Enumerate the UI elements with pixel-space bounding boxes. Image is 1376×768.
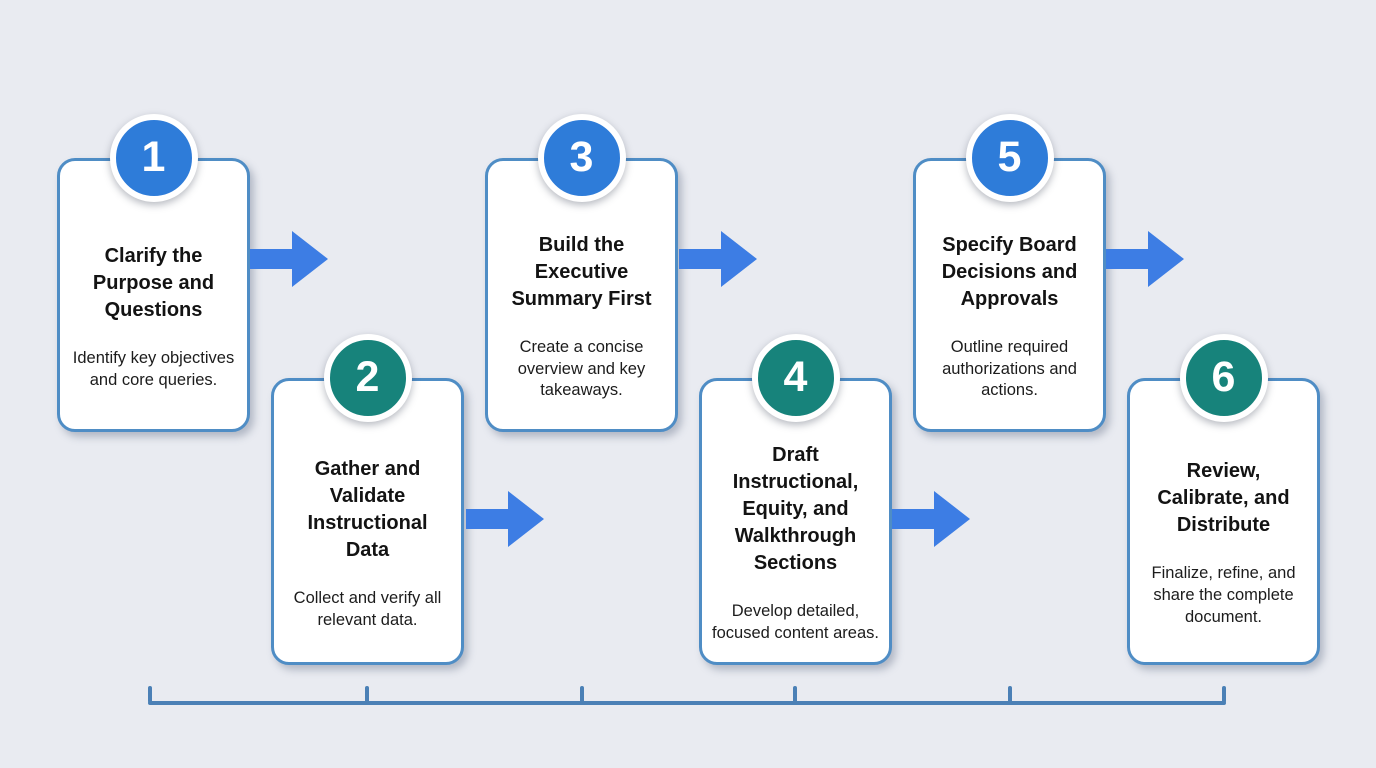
step-card-1: 1 Clarify the Purpose and Questions Iden… xyxy=(57,114,250,432)
timeline-tick xyxy=(365,686,369,703)
step-description: Identify key objectives and core queries… xyxy=(72,348,235,389)
timeline-tick xyxy=(1222,686,1226,703)
step-number: 1 xyxy=(141,132,166,181)
step-number: 4 xyxy=(783,352,808,401)
step-number-badge-5: 5 xyxy=(965,114,1054,202)
step-title: Draft Instructional, Equity, and Walkthr… xyxy=(732,444,859,575)
step-description: Develop detailed, focused content areas. xyxy=(712,602,879,642)
step-card-4: 4 Draft Instructional, Equity, and Walkt… xyxy=(699,334,892,665)
step-number-badge-3: 3 xyxy=(537,114,626,202)
step-card-2: 2 Gather and Validate Instructional Data… xyxy=(271,334,464,665)
step-number: 3 xyxy=(569,132,594,181)
step-card-6: 6 Review, Calibrate, and Distribute Fina… xyxy=(1127,334,1320,665)
step-number-badge-4: 4 xyxy=(751,334,840,422)
step-card-3: 3 Build the Executive Summary First Crea… xyxy=(485,114,678,432)
timeline-axis xyxy=(148,701,1226,705)
step-number-badge-6: 6 xyxy=(1179,334,1268,422)
step-card-5: 5 Specify Board Decisions and Approvals … xyxy=(913,114,1106,432)
step-number: 6 xyxy=(1211,352,1236,401)
step-description: Collect and verify all relevant data. xyxy=(293,588,442,629)
timeline-tick xyxy=(793,686,797,703)
flow-arrow-icon xyxy=(679,230,757,288)
step-number: 2 xyxy=(355,352,380,401)
timeline-tick xyxy=(580,686,584,703)
step-number: 5 xyxy=(997,132,1022,181)
step-title: Gather and Validate Instructional Data xyxy=(307,457,428,561)
step-description: Outline required authorizations and acti… xyxy=(942,337,1077,400)
step-title: Specify Board Decisions and Approvals xyxy=(941,233,1078,310)
step-title: Build the Executive Summary First xyxy=(511,233,652,310)
step-number-badge-2: 2 xyxy=(323,334,412,422)
flow-arrow-icon xyxy=(1106,230,1184,288)
step-title: Review, Calibrate, and Distribute xyxy=(1157,460,1290,537)
flow-arrow-icon xyxy=(466,490,544,548)
step-title: Clarify the Purpose and Questions xyxy=(92,244,215,321)
timeline-tick xyxy=(148,686,152,703)
step-description: Finalize, refine, and share the complete… xyxy=(1151,564,1296,626)
flow-arrow-icon xyxy=(892,490,970,548)
step-description: Create a concise overview and key takeaw… xyxy=(517,337,646,400)
timeline-tick xyxy=(1008,686,1012,703)
step-number-badge-1: 1 xyxy=(109,114,198,202)
flow-arrow-icon xyxy=(250,230,328,288)
